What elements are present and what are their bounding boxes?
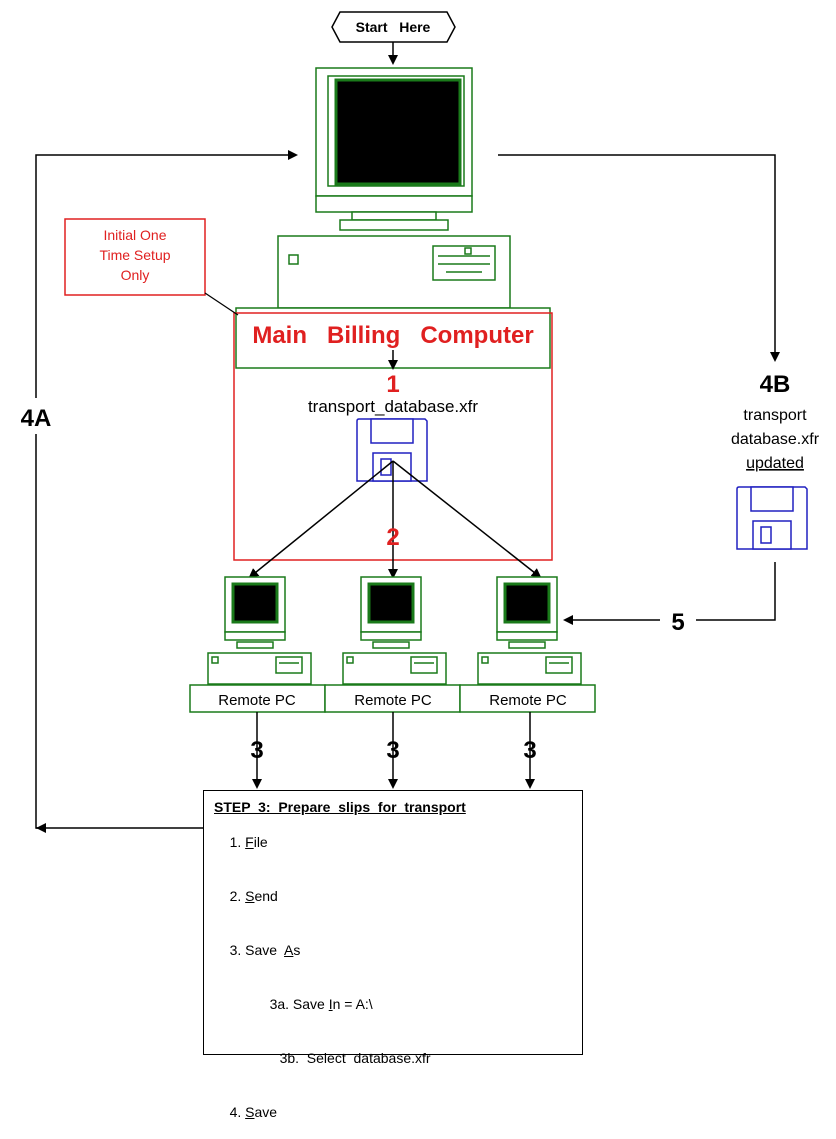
arrow-to-remote-pc-1 — [248, 460, 394, 579]
step4b-number: 4B — [760, 371, 791, 398]
item-prefix: 4. — [229, 1104, 246, 1120]
item-rest: ile — [253, 834, 268, 850]
item-rest: ave — [254, 1104, 278, 1120]
item-rest: end — [254, 888, 278, 904]
step4a-label: 4A — [21, 405, 52, 432]
step3-number-3: 3 — [523, 737, 536, 764]
remote-pc-2: Remote PC — [324, 576, 461, 713]
floppy-disk-icon — [736, 486, 808, 550]
arrow-step5-path — [563, 562, 776, 625]
step3-number-1: 3 — [250, 737, 263, 764]
setup-note-line1: Initial One — [103, 227, 166, 243]
item-hotkey: I — [328, 996, 333, 1012]
item-rest: n = A:\ — [332, 996, 373, 1012]
setup-note: Initial One Time Setup Only — [64, 218, 239, 316]
step1-file: transport_database.xfr — [308, 397, 478, 416]
remote-pc-2-label: Remote PC — [354, 692, 432, 709]
item-hotkey: S — [245, 1104, 255, 1120]
setup-note-line2: Time Setup — [99, 247, 170, 263]
remote-pc-3: Remote PC — [459, 576, 596, 713]
item-hotkey: S — [245, 888, 255, 904]
step2-number: 2 — [386, 524, 399, 551]
step3-number-2: 3 — [386, 737, 399, 764]
step3-item: 3. Save As — [214, 923, 572, 977]
start-label: Start Here — [356, 19, 431, 35]
item-prefix: 3b. Select database.xfr — [279, 1050, 431, 1066]
item-prefix: 3a. Save — [269, 996, 329, 1012]
step3-instructions-box: STEP 3: Prepare slips for transport 1. F… — [203, 790, 583, 1120]
step4b-line1: transport — [743, 407, 807, 424]
remote-pc-1-label: Remote PC — [218, 692, 296, 709]
item-prefix: 2. — [229, 888, 246, 904]
item-prefix: 3. Save — [229, 942, 285, 958]
item-hotkey: A — [284, 942, 294, 958]
item-rest: s — [293, 942, 301, 958]
arrow-4b-path — [498, 154, 780, 362]
step1-number: 1 — [386, 371, 399, 398]
setup-note-line3: Only — [121, 267, 150, 283]
remote-pc-3-label: Remote PC — [489, 692, 567, 709]
step4b-line2: database.xfr — [731, 431, 820, 448]
main-computer-label: Main Billing Computer — [252, 322, 533, 349]
step3-item: 4. Save — [214, 1085, 572, 1139]
remote-pc-1: Remote PC — [189, 576, 326, 713]
main-computer-case-icon — [235, 235, 551, 369]
step3-item: 3a. Save In = A:\ — [214, 977, 572, 1031]
step3-item: 1. File — [214, 815, 572, 869]
step3-title: STEP 3: Prepare slips for transport — [214, 799, 466, 815]
arrow-to-remote-pc-3 — [392, 460, 542, 579]
start-terminator: Start Here — [331, 11, 456, 43]
item-hotkey: F — [245, 834, 254, 850]
arrow-4a-loop — [35, 150, 298, 829]
step3-item: 3b. Select database.xfr — [214, 1031, 572, 1085]
step5-label: 5 — [671, 609, 684, 636]
step4b-line3: updated — [746, 455, 804, 472]
item-prefix: 1. — [229, 834, 246, 850]
step3-item: 2. Send — [214, 869, 572, 923]
main-monitor-icon — [315, 67, 473, 231]
floppy-disk-icon — [356, 418, 428, 482]
